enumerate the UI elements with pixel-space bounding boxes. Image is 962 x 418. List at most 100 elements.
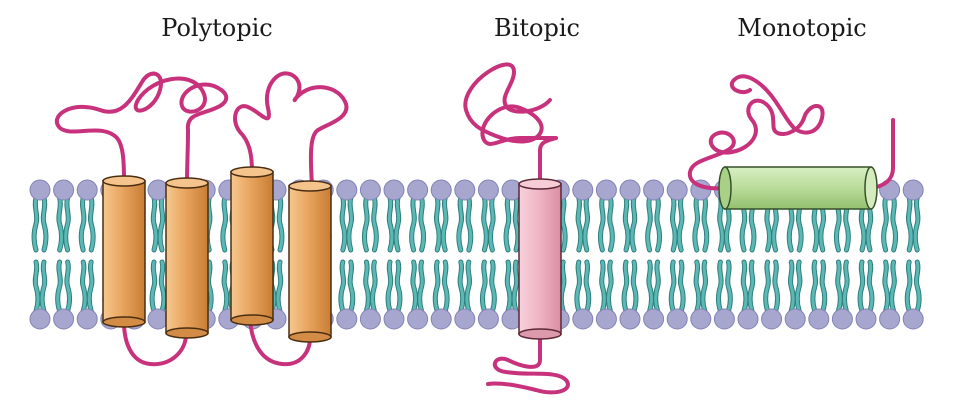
lipid-head [619,179,641,201]
lipid-tail [631,260,638,313]
lipid-tail [482,196,488,252]
lipid-head [53,179,75,201]
lipid-head [855,308,877,330]
lipid-head [572,308,594,330]
lipid-head [902,179,924,201]
lipid-tail [65,260,72,313]
lipid-tail [820,260,827,313]
lipid-tail [339,260,346,313]
lipid-tail [505,260,512,313]
lipid-tail [606,260,613,313]
lipid-tail [33,260,40,313]
lipid-tail [773,260,780,313]
lipid-head [879,308,901,330]
lipid-tail [748,260,755,313]
lipid-tail [795,260,802,313]
lipid-tail [347,196,354,252]
lipid-head [336,308,358,330]
lipid-tail [669,260,676,313]
lipid-tail [41,196,48,252]
lipid-tail [348,260,355,313]
lipid-head [336,179,358,201]
lipid-head [29,308,51,330]
lipid-tail [458,260,465,313]
polytopic-helix-3 [230,166,274,326]
lipid-head [831,308,853,330]
lipid-tail [276,260,283,313]
lipid-tail [434,196,441,252]
lipid-tail [694,260,701,313]
lipid-tail [504,196,511,252]
lipid-tail [914,260,921,313]
lipid-tail [32,196,39,252]
lipid-tail [882,196,888,252]
lipid-tail [387,196,394,252]
lipid-tail [57,196,64,252]
lipid-head [53,308,75,330]
lipid-head [808,308,830,330]
lipid-head [76,179,98,201]
lipid-head [572,179,594,201]
bitopic-protein [463,62,570,395]
lipid-tail [836,260,842,313]
lipid-head [595,308,617,330]
lipid-tail [906,196,913,252]
lipid-tail [867,260,874,313]
lipid-head [713,308,735,330]
lipid-tail [646,196,652,252]
lipid-tail [206,260,213,313]
lipid-tail [433,260,440,313]
lipid-tail [150,260,157,313]
lipid-tail [716,260,723,313]
lipid-head [643,179,665,201]
monotopic-label: Monotopic [737,14,867,42]
lipid-tail [490,260,496,313]
lipid-tail [655,196,662,252]
bitopic-extracellular-chain [463,62,558,185]
lipid-head [737,308,759,330]
lipid-tail [465,260,472,313]
lipid-head [147,179,169,201]
lipid-tail [513,196,520,252]
lipid-tail [913,196,920,252]
lipid-tail [88,196,95,252]
lipid-head [29,179,51,201]
lipid-tail [883,260,890,313]
lipid-tail [159,260,166,313]
lipid-tail [158,196,165,252]
lipid-head [619,308,641,330]
lipid-tail [480,260,487,313]
lipid-tail [395,260,402,313]
polytopic-extracellular-loop-2 [233,71,349,187]
lipid-head [902,308,924,330]
lipid-head [383,308,405,330]
lipid-head [147,308,169,330]
lipid-tail [701,260,708,313]
lipid-tail [890,260,896,313]
polytopic-label: Polytopic [161,14,273,42]
lipid-tail [364,260,370,313]
lipid-tail [764,260,770,313]
lipid-tail [654,260,660,313]
lipid-head [595,179,617,201]
lipid-tail [410,196,416,252]
lipid-tail [370,260,377,313]
lipid-tail [623,196,630,252]
lipid-head [430,308,452,330]
lipid-tail [678,260,685,313]
lipid-tail [372,196,378,252]
lipid-head [643,308,665,330]
lipid-tail [87,260,94,313]
lipid-tail [600,260,606,313]
polytopic-intracellular-loop-2 [248,318,312,367]
polytopic-intracellular-loop-1 [122,320,188,367]
polytopic-protein [54,71,349,367]
lipid-head [407,308,429,330]
lipid-head [454,308,476,330]
lipid-tail [222,260,229,313]
lipid-tail [647,260,654,313]
lipid-tail [608,196,614,252]
lipid-tail [457,196,464,252]
lipid-tail [151,196,158,252]
